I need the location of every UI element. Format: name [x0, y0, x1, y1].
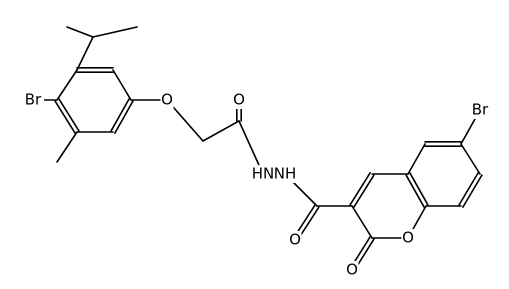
bond-CH2-C_amide1: [202, 120, 240, 142]
atom-NH_1-bg: [252, 165, 274, 183]
bond-L4-MeL: [56, 131, 78, 163]
bond-L4-L5: [54, 100, 76, 134]
bond-C4a-C8a: [409, 172, 429, 206]
bond-C4a-C5: [407, 143, 426, 175]
atom-NH_1-label: HN: [252, 165, 275, 183]
bond-L2-L3: [110, 98, 130, 132]
atom-Br_left-bg: [22, 91, 44, 109]
atom-O_ether-label: O: [161, 91, 173, 109]
atom-NH_2-label: NH: [274, 165, 297, 183]
atom-O_amide_bottom-bg: [288, 231, 302, 249]
bond-L4-L5: [58, 98, 80, 132]
bond-C6-C7: [460, 143, 481, 175]
bond-iPr-Me2: [92, 26, 138, 38]
bonds-layer: [32, 26, 483, 272]
atom-O_ring-label: O: [402, 229, 414, 247]
bond-C7-C8: [458, 172, 479, 206]
atom-NH_2-bg: [274, 165, 296, 183]
bond-C2-C3: [351, 205, 373, 239]
bond-C3-C4: [353, 174, 375, 208]
atom-Br_right-label: Br: [472, 101, 489, 119]
bond-iPr-Me1: [66, 26, 94, 38]
bond-C4a-C8a: [405, 174, 425, 208]
atom-O_lactone-label: O: [346, 261, 358, 279]
bond-L1-L2: [112, 69, 132, 101]
atom-Br_right-bg: [469, 101, 491, 119]
atom-O_amide_top-label: O: [233, 91, 245, 109]
atom-O_ether-bg: [160, 91, 174, 109]
atom-O_amide_bottom-label: O: [289, 231, 301, 249]
bond-C7-C8: [462, 174, 483, 208]
bond-L5-L6: [56, 69, 78, 101]
bond-C3-C4: [349, 172, 371, 206]
bond-L2-L3: [114, 100, 134, 134]
atom-O_lactone-bg: [345, 261, 359, 279]
bond-L6-iPr: [76, 36, 94, 71]
atom-O_amide_top-bg: [232, 91, 246, 109]
atom-O_ring-bg: [401, 229, 415, 247]
atom-Br_left-label: Br: [25, 91, 42, 109]
